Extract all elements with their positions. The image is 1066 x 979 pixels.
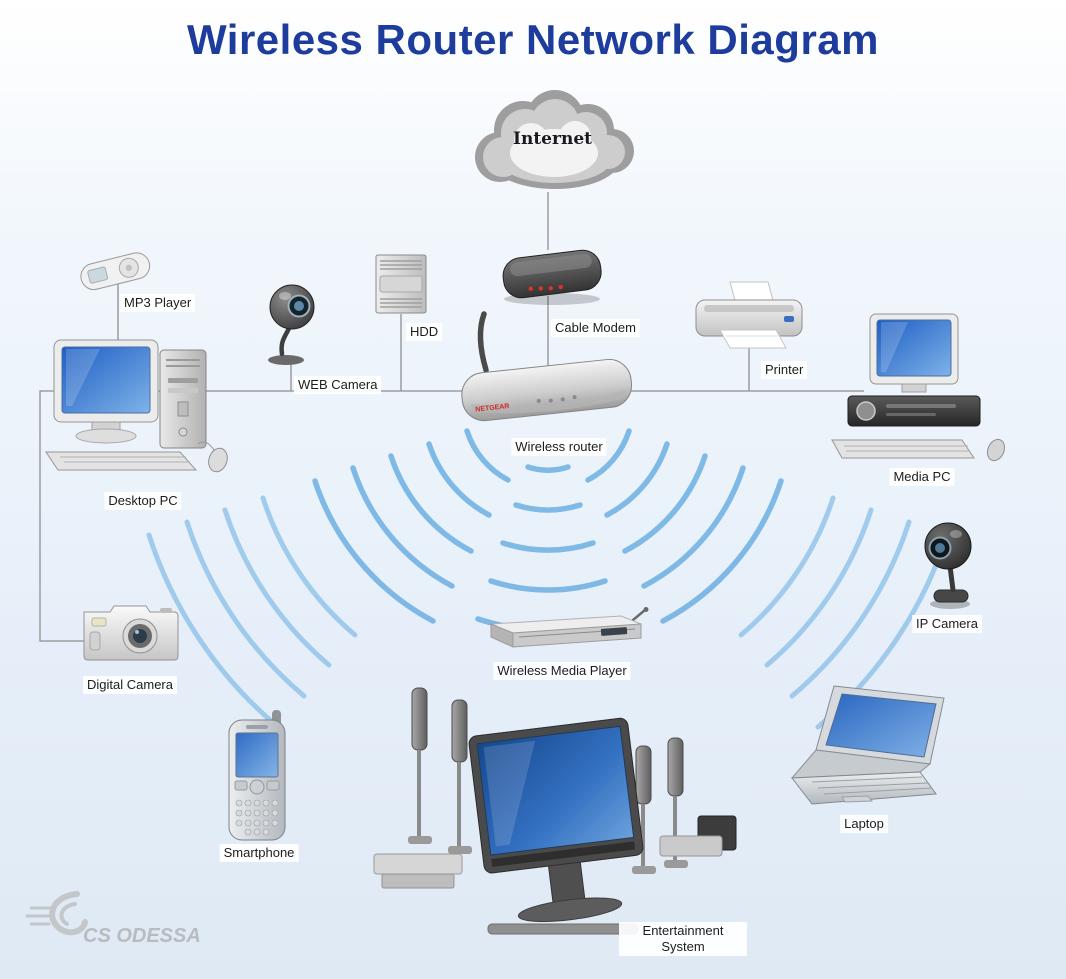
ip-camera-label: IP Camera [912,615,982,633]
tv-screen [468,717,644,923]
cable-modem-node[interactable] [495,228,610,308]
media-pc-icon [831,313,1006,462]
cs-odessa-logo: CS ODESSA [25,886,201,963]
router-brand-text: NETGEAR [475,403,510,414]
internet-cloud-node[interactable]: Internet [455,85,650,197]
internet-label: Internet [513,129,592,149]
media-pc-node[interactable] [828,312,1018,470]
diagram-title: Wireless Router Network Diagram [187,16,879,63]
wireless-media-player-node[interactable] [483,606,658,654]
smartphone-label: Smartphone [219,844,299,862]
web-camera-label: WEB Camera [294,376,382,394]
hdd-icon [375,254,427,314]
wireless-media-player-icon [490,607,649,648]
hdd-label: HDD [406,323,443,341]
mp3-player-label: MP3 Player [120,294,196,312]
desktop-pc-icon [45,339,228,473]
printer-node[interactable] [686,278,814,356]
smartphone-icon [228,710,286,841]
laptop-icon [790,685,945,805]
web-camera-node[interactable] [252,280,332,368]
laptop-label: Laptop [840,815,888,833]
logo-text: CS ODESSA [83,925,200,947]
digital-camera-node[interactable] [76,598,184,670]
cs-odessa-swirl-icon: CS ODESSA [25,891,201,947]
wireless-media-player-label: Wireless Media Player [493,662,631,680]
smartphone-node[interactable] [222,708,294,846]
digital-camera-icon [83,605,179,661]
desktop-pc-label: Desktop PC [104,492,182,510]
laptop-node[interactable] [772,682,957,812]
ip-camera-icon [924,522,972,609]
printer-label: Printer [761,361,808,379]
wireless-router-label: Wireless router [511,438,607,456]
mp3-player-icon [80,252,151,291]
digital-camera-label: Digital Camera [83,676,177,694]
entertainment-system-label: Entertainment System [619,922,747,956]
printer-icon [695,281,803,349]
hdd-node[interactable] [372,252,432,318]
cable-modem-icon [502,249,602,305]
wifi-signal-arcs [312,428,784,633]
entertainment-system-icon [373,687,737,935]
ip-camera-node[interactable] [908,518,988,610]
entertainment-system-node[interactable] [368,678,758,953]
mp3-player-node[interactable] [76,248,156,293]
desktop-pc-node[interactable] [28,336,243,486]
wireless-router-icon: NETGEAR [461,311,633,422]
internet-cloud-icon [475,90,634,189]
left-speakers [408,687,472,854]
web-camera-icon [268,284,315,365]
cable-modem-label: Cable Modem [551,319,640,337]
wireless-router-node[interactable]: NETGEAR [450,308,645,433]
router-antenna [477,311,489,373]
media-pc-label: Media PC [889,468,955,486]
